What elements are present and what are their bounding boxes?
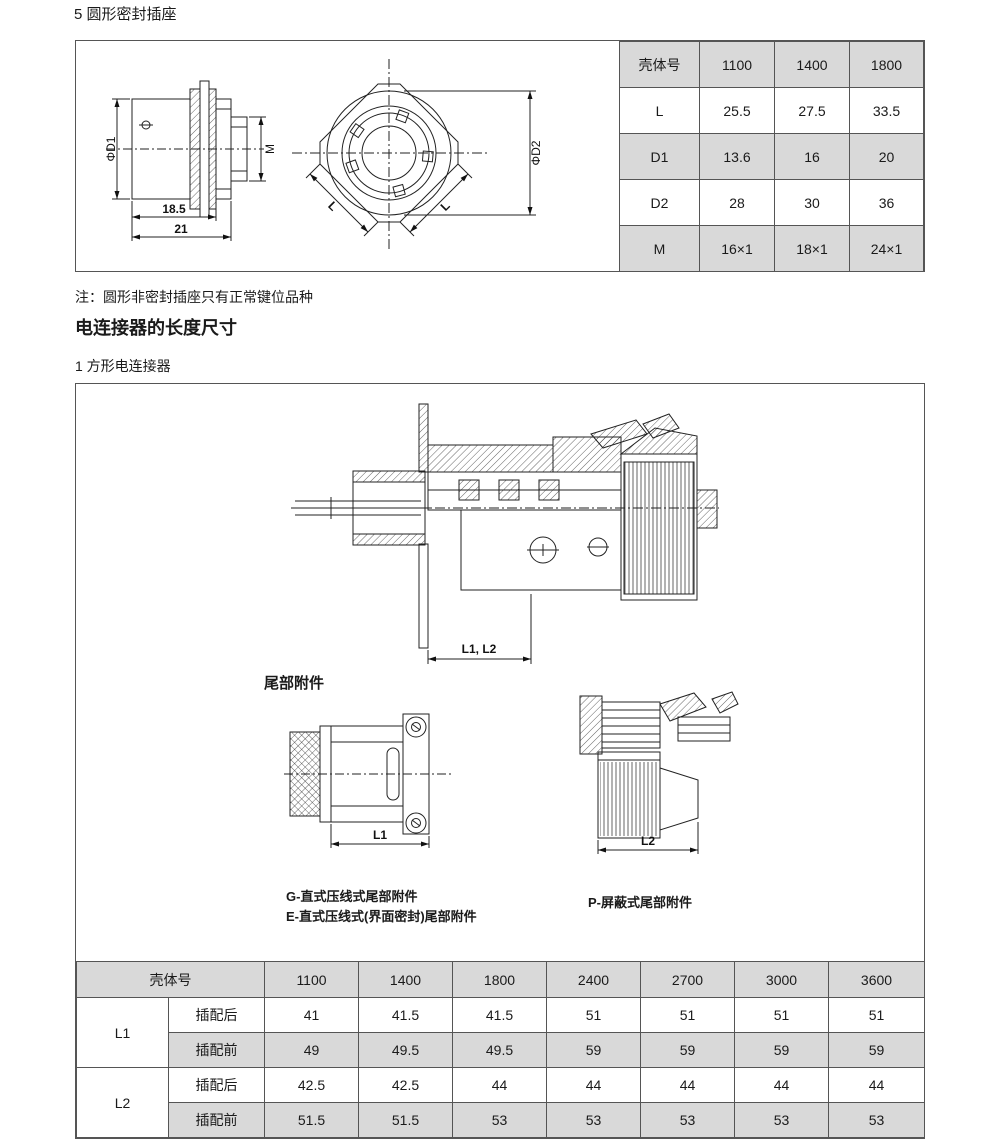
cell: 20 [849, 133, 924, 180]
square-connector-panel: L1, L2 尾部附件 [75, 383, 925, 1139]
section5-title: 5 圆形密封插座 [74, 6, 177, 23]
cell: 24×1 [849, 225, 924, 272]
cell: 44 [640, 1067, 735, 1103]
header-cell: 1100 [264, 961, 359, 998]
header-cell: 3000 [734, 961, 829, 998]
cell: 16×1 [699, 225, 775, 272]
cell: 33.5 [849, 87, 924, 134]
dim-label-l2: L2 [641, 834, 655, 848]
tail-accessory-p-view: L2 [579, 691, 739, 854]
cell: 28 [699, 179, 775, 226]
caption-p-type: P-屏蔽式尾部附件 [588, 895, 693, 910]
cell: 59 [828, 1032, 925, 1068]
cell: 53 [828, 1102, 925, 1138]
cell: 59 [734, 1032, 829, 1068]
row-label: 插配前 [168, 1102, 265, 1138]
dim-label-18-5: 18.5 [162, 202, 186, 216]
cell: 53 [734, 1102, 829, 1138]
caption-e-type: E-直式压线式(界面密封)尾部附件 [286, 909, 477, 924]
header-cell: 1100 [699, 41, 775, 88]
square-connector-section-view: L1, L2 [291, 403, 719, 664]
round-socket-drawings: ΦD1 M 18.5 21 [76, 41, 619, 271]
cell: 51.5 [264, 1102, 359, 1138]
length-section-title: 电连接器的长度尺寸 [75, 318, 237, 338]
cell: 44 [734, 1067, 829, 1103]
cell: 51 [734, 997, 829, 1033]
cell: 13.6 [699, 133, 775, 180]
row-label: D1 [619, 133, 700, 180]
cell: 41.5 [452, 997, 547, 1033]
cell: 30 [774, 179, 850, 226]
header-cell: 3600 [828, 961, 925, 998]
note-text: 注：圆形非密封插座只有正常键位品种 [75, 289, 313, 305]
header-cell: 壳体号 [76, 961, 265, 998]
cell: 25.5 [699, 87, 775, 134]
group-label: L1 [76, 997, 169, 1068]
dim-label-phi-d2: ΦD2 [529, 140, 543, 165]
row-label: M [619, 225, 700, 272]
row-label: 插配前 [168, 1032, 265, 1068]
header-cell: 壳体号 [619, 41, 700, 88]
cell: 51 [828, 997, 925, 1033]
row-label: D2 [619, 179, 700, 226]
tail-accessory-title: 尾部附件 [264, 675, 325, 692]
cell: 53 [546, 1102, 641, 1138]
cell: 59 [640, 1032, 735, 1068]
length-dim-table: 壳体号 1100 1400 1800 2400 2700 3000 3600 L… [76, 961, 925, 1138]
cell: 51.5 [358, 1102, 453, 1138]
cell: 42.5 [358, 1067, 453, 1103]
header-cell: 1400 [358, 961, 453, 998]
dim-label-l1-l2: L1, L2 [462, 642, 497, 656]
cell: 44 [452, 1067, 547, 1103]
cell: 51 [640, 997, 735, 1033]
row-label: 插配后 [168, 1067, 265, 1103]
cell: 51 [546, 997, 641, 1033]
caption-g-type: G-直式压线式尾部附件 [286, 889, 418, 904]
cell: 16 [774, 133, 850, 180]
round-connector-front-view: ΦD2 L L [292, 59, 543, 249]
dim-label-phi-d1: ΦD1 [104, 136, 118, 161]
header-cell: 1800 [849, 41, 924, 88]
round-socket-dim-table: 壳体号 1100 1400 1800 L 25.5 27.5 33.5 D1 1… [619, 41, 924, 272]
dim-label-21: 21 [174, 222, 188, 236]
cell: 18×1 [774, 225, 850, 272]
cell: 41.5 [358, 997, 453, 1033]
header-cell: 2700 [640, 961, 735, 998]
dim-label-l1: L1 [373, 828, 387, 842]
header-cell: 1800 [452, 961, 547, 998]
square-connector-subtitle: 1 方形电连接器 [75, 358, 171, 374]
round-socket-panel: ΦD1 M 18.5 21 [75, 40, 925, 272]
header-cell: 2400 [546, 961, 641, 998]
header-cell: 1400 [774, 41, 850, 88]
cell: 59 [546, 1032, 641, 1068]
cell: 41 [264, 997, 359, 1033]
cell: 27.5 [774, 87, 850, 134]
dim-label-l-left: L [325, 199, 340, 214]
dim-label-l-right: L [438, 199, 453, 214]
group-label: L2 [76, 1067, 169, 1138]
row-label: 插配后 [168, 997, 265, 1033]
cell: 49 [264, 1032, 359, 1068]
round-connector-side-view: ΦD1 M 18.5 21 [104, 80, 277, 241]
cell: 44 [546, 1067, 641, 1103]
cell: 53 [640, 1102, 735, 1138]
cell: 44 [828, 1067, 925, 1103]
row-label: L [619, 87, 700, 134]
tail-accessory-g-view: L1 [284, 713, 452, 848]
cell: 53 [452, 1102, 547, 1138]
cell: 42.5 [264, 1067, 359, 1103]
cell: 36 [849, 179, 924, 226]
dim-label-m: M [263, 144, 277, 154]
cell: 49.5 [358, 1032, 453, 1068]
cell: 49.5 [452, 1032, 547, 1068]
